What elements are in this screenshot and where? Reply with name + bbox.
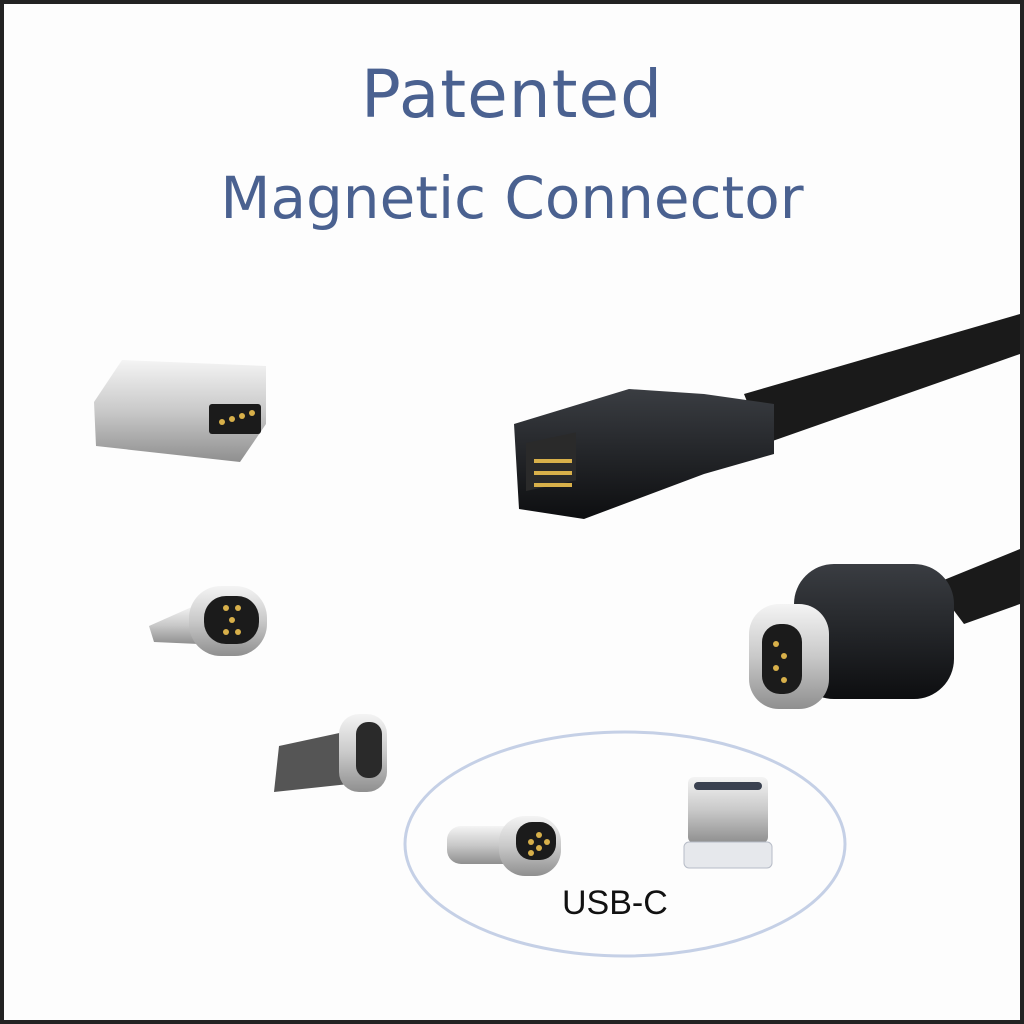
- lightning-tip: [274, 714, 387, 792]
- usb-a-magnetic-tip: [94, 360, 266, 462]
- usb-c-highlight-ellipse: [403, 730, 847, 958]
- title-line-1: Patented: [361, 56, 663, 133]
- title-line-2: Magnetic Connector: [220, 164, 804, 232]
- usb-c-magnetic-tip: [447, 816, 561, 876]
- usb-c-port-adapter: [683, 777, 773, 869]
- round-magnetic-cable: [749, 549, 1020, 709]
- usb-a-cable: [514, 314, 1020, 519]
- connector-illustrations: [94, 314, 1020, 958]
- usb-c-label: USB-C: [562, 884, 668, 922]
- micro-usb-tip: [149, 586, 267, 656]
